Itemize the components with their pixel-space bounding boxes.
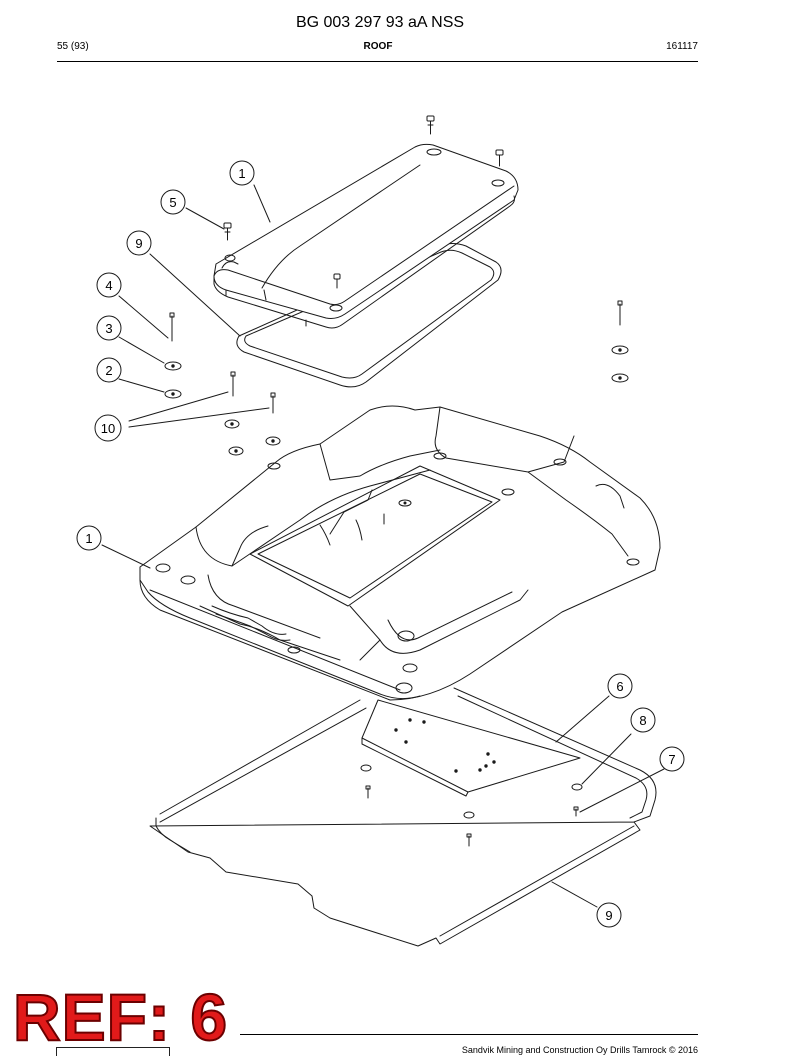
callout-1-main bbox=[76, 525, 102, 551]
callout-10 bbox=[94, 414, 122, 442]
callout-3 bbox=[96, 315, 122, 341]
callout-9-bottom bbox=[596, 902, 622, 928]
callout-2 bbox=[96, 357, 122, 383]
callout-label: 9 bbox=[135, 236, 142, 251]
callout-label: 10 bbox=[101, 421, 115, 436]
callout-label: 6 bbox=[616, 679, 623, 694]
leader-lines bbox=[101, 184, 665, 908]
floor-plate bbox=[360, 699, 583, 847]
callout-8 bbox=[630, 707, 656, 733]
roof-hatch-cover bbox=[213, 143, 519, 329]
callout-label: 8 bbox=[639, 713, 646, 728]
callout-label: 1 bbox=[85, 531, 92, 546]
lower-gasket bbox=[149, 687, 657, 947]
date-code: 161117 bbox=[666, 41, 698, 52]
callout-5 bbox=[160, 189, 186, 215]
callout-label: 3 bbox=[105, 321, 112, 336]
callout-label: 5 bbox=[169, 195, 176, 210]
callout-7 bbox=[659, 746, 685, 772]
copyright-text: Sandvik Mining and Construction Oy Drill… bbox=[461, 1045, 698, 1055]
callout-1-top bbox=[229, 160, 255, 186]
page-number: 55 (93) bbox=[57, 41, 89, 52]
document-id: BG 003 297 93 aA NSS bbox=[295, 14, 465, 31]
cover-fasteners bbox=[223, 115, 504, 289]
header-rule bbox=[57, 61, 698, 62]
footer-rule bbox=[240, 1034, 698, 1035]
callout-label: 1 bbox=[238, 166, 245, 181]
callout-label: 2 bbox=[105, 363, 112, 378]
brand-logo bbox=[56, 1047, 170, 1056]
callout-circles bbox=[76, 160, 685, 928]
callout-label: 9 bbox=[605, 908, 612, 923]
roof-body bbox=[139, 405, 661, 701]
callout-label: 4 bbox=[105, 278, 112, 293]
callout-4 bbox=[96, 272, 122, 298]
section-title: ROOF bbox=[363, 41, 393, 52]
callout-6 bbox=[607, 673, 633, 699]
callout-label: 7 bbox=[668, 752, 675, 767]
callout-9-top bbox=[126, 230, 152, 256]
ref-stamp: REF: 6 bbox=[12, 980, 229, 1054]
